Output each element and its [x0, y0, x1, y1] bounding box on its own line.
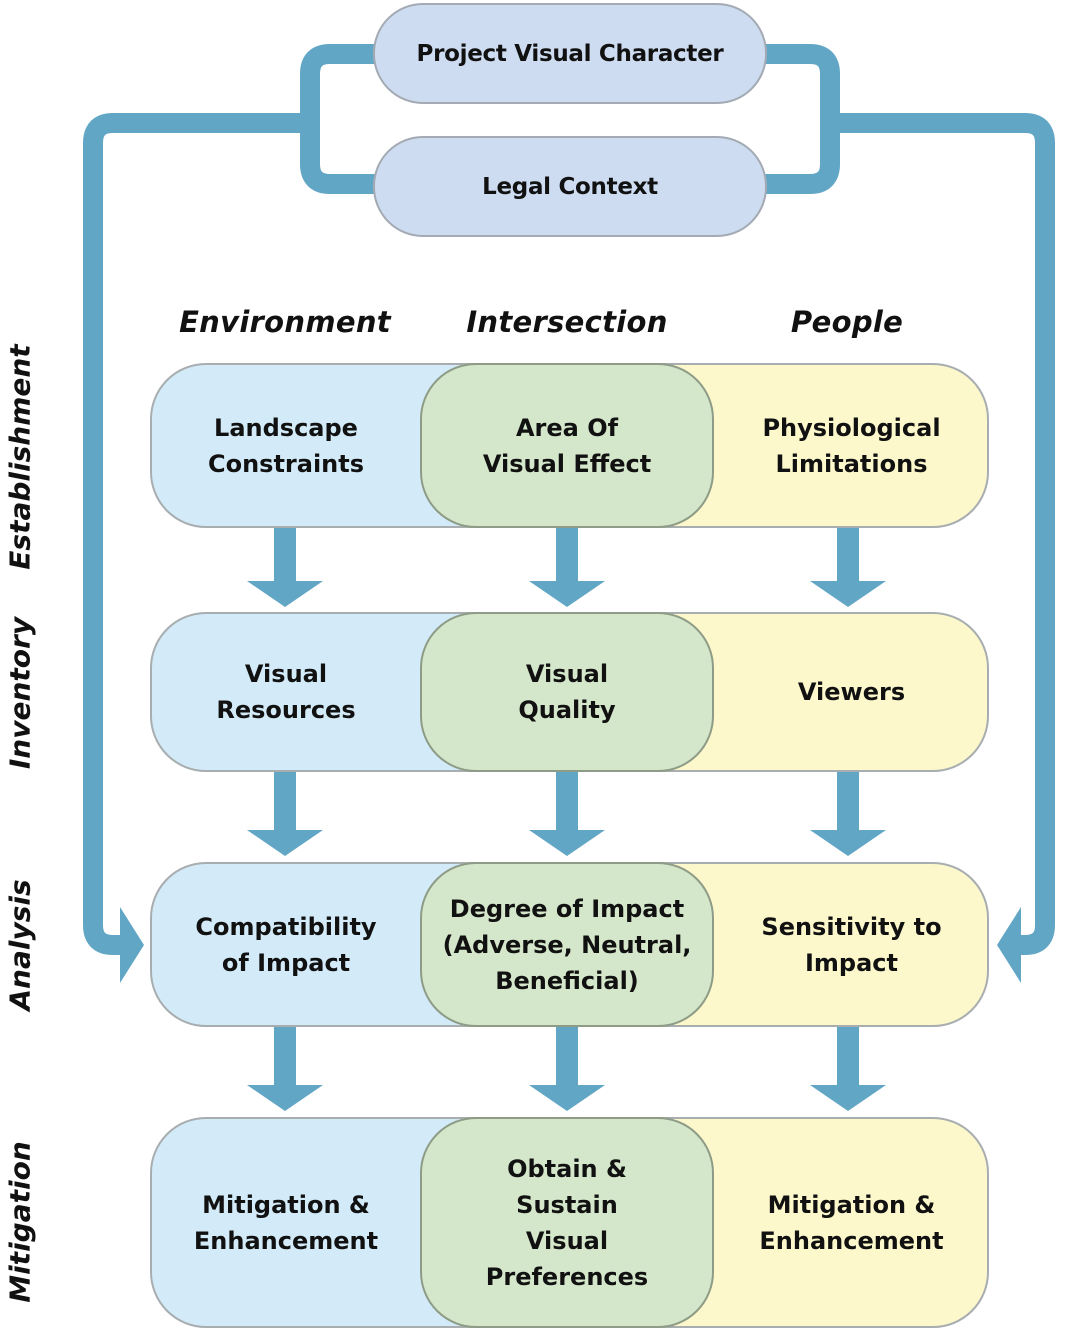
right-feedback-arrowhead	[997, 907, 1021, 983]
right-bracket-connector	[760, 44, 840, 194]
phase-label-text: Establishment	[3, 344, 37, 570]
phase-row-inventory: Visual Resources Visual Quality Viewers	[150, 612, 989, 772]
column-header-intersection: Intersection	[466, 305, 668, 339]
left-feedback-arrowhead	[120, 907, 144, 983]
project-visual-character-node: Project Visual Character	[373, 3, 767, 104]
down-arrow-intersection-3	[529, 1027, 605, 1111]
legal-context-node: Legal Context	[373, 136, 767, 237]
down-arrow-environment-1	[247, 528, 323, 607]
phase-label-text: Mitigation	[3, 1141, 37, 1303]
legal-context-label: Legal Context	[482, 173, 658, 200]
cell-obtain-sustain-visual-preferences: Obtain & Sustain Visual Preferences	[420, 1117, 714, 1328]
cell-area-of-visual-effect: Area Of Visual Effect	[420, 363, 714, 528]
phase-row-establishment: Landscape Constraints Area Of Visual Eff…	[150, 363, 989, 528]
cell-visual-quality: Visual Quality	[420, 612, 714, 772]
cell-landscape-constraints: Landscape Constraints	[207, 413, 365, 478]
down-arrow-intersection-2	[529, 772, 605, 856]
down-arrow-people-1	[810, 528, 886, 607]
cell-people-mitigation-enhancement: Mitigation & Enhancement	[759, 1190, 944, 1255]
down-arrow-environment-3	[247, 1027, 323, 1111]
column-header-environment: Environment	[179, 305, 391, 339]
cell-environment-mitigation-enhancement: Mitigation & Enhancement	[193, 1190, 379, 1255]
project-visual-character-label: Project Visual Character	[416, 40, 724, 67]
down-arrow-intersection-1	[529, 528, 605, 607]
cell-degree-of-impact: Degree of Impact (Adverse, Neutral, Bene…	[420, 862, 714, 1027]
phase-row-analysis: Compatibility of Impact Degree of Impact…	[150, 862, 989, 1027]
down-arrow-environment-2	[247, 772, 323, 856]
right-feedback-line	[830, 113, 1055, 955]
cell-viewers: Viewers	[797, 678, 906, 706]
phase-label-text: Inventory	[3, 616, 37, 770]
left-bracket-connector	[300, 44, 385, 194]
down-arrow-people-2	[810, 772, 886, 856]
left-feedback-line	[83, 113, 310, 955]
phase-row-mitigation: Mitigation & Enhancement Obtain & Sustai…	[150, 1117, 989, 1328]
cell-physiological-limitations: Physiological Limitations	[762, 413, 941, 478]
column-header-people: People	[790, 305, 904, 339]
phase-label-text: Analysis	[3, 879, 37, 1011]
cell-sensitivity-to-impact: Sensitivity to Impact	[761, 912, 942, 977]
cell-visual-resources: Visual Resources	[216, 660, 356, 724]
down-arrow-people-3	[810, 1027, 886, 1111]
cell-compatibility-of-impact: Compatibility of Impact	[195, 912, 377, 977]
